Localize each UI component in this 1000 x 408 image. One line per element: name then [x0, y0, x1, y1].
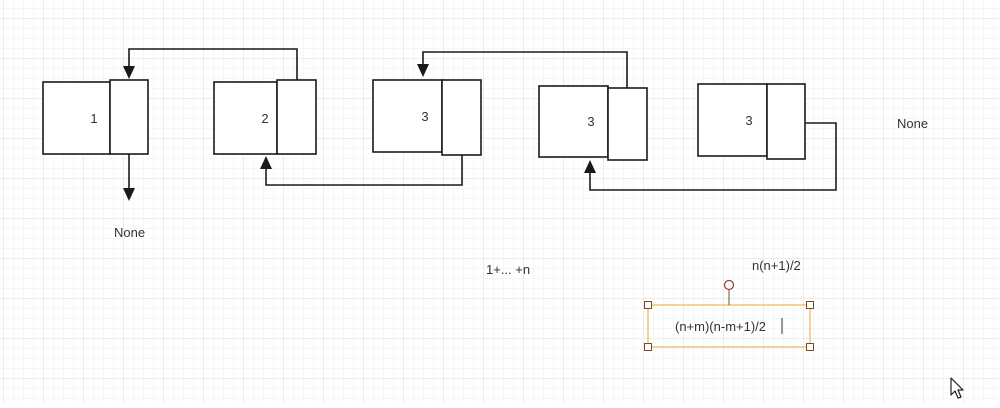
node-1-value-cell[interactable] [42, 81, 111, 155]
node-1-label: 1 [90, 111, 97, 126]
list-node-3[interactable]: 3 [372, 79, 482, 156]
edge-node4-to-node3[interactable] [417, 51, 628, 88]
node-3-pointer-cell[interactable] [441, 79, 482, 156]
resize-handle-bottom-right[interactable] [806, 343, 814, 351]
rotate-handle-icon[interactable] [723, 279, 735, 291]
list-node-2[interactable]: 2 [213, 79, 317, 155]
node-2-label: 2 [261, 111, 268, 126]
node-2-value-cell[interactable] [213, 81, 278, 155]
resize-handle-bottom-left[interactable] [644, 343, 652, 351]
resize-handle-top-left[interactable] [644, 301, 652, 309]
selected-text-box[interactable]: (n+m)(n-m+1)/2 [644, 279, 814, 351]
node-4-value-cell[interactable] [538, 85, 609, 158]
node-3-label: 3 [421, 109, 428, 124]
list-node-1[interactable]: 1 [42, 79, 149, 155]
edge-node5-to-node4[interactable] [584, 122, 837, 191]
node-5-label: 3 [745, 113, 752, 128]
node-4-label: 3 [587, 114, 594, 129]
list-node-5[interactable]: 3 [697, 83, 806, 160]
list-node-4[interactable]: 3 [538, 85, 648, 161]
none-label-bottom[interactable]: None [114, 225, 145, 240]
node-5-pointer-cell[interactable] [766, 83, 806, 160]
edge-node2-to-node1[interactable] [123, 48, 298, 80]
resize-handle-top-right[interactable] [806, 301, 814, 309]
selected-text-content[interactable]: (n+m)(n-m+1)/2 [675, 319, 766, 334]
edge-node3-to-node2[interactable] [260, 155, 463, 186]
edge-node1-to-none[interactable] [123, 154, 135, 201]
node-4-pointer-cell[interactable] [607, 87, 648, 161]
sum-series-label[interactable]: 1+... +n [486, 262, 530, 277]
node-5-value-cell[interactable] [697, 83, 768, 157]
node-2-pointer-cell[interactable] [276, 79, 317, 155]
node-1-pointer-cell[interactable] [109, 79, 149, 155]
sum-formula-label[interactable]: n(n+1)/2 [752, 258, 801, 273]
none-label-right[interactable]: None [897, 116, 928, 131]
node-3-value-cell[interactable] [372, 79, 443, 153]
mouse-pointer-icon [950, 377, 964, 399]
